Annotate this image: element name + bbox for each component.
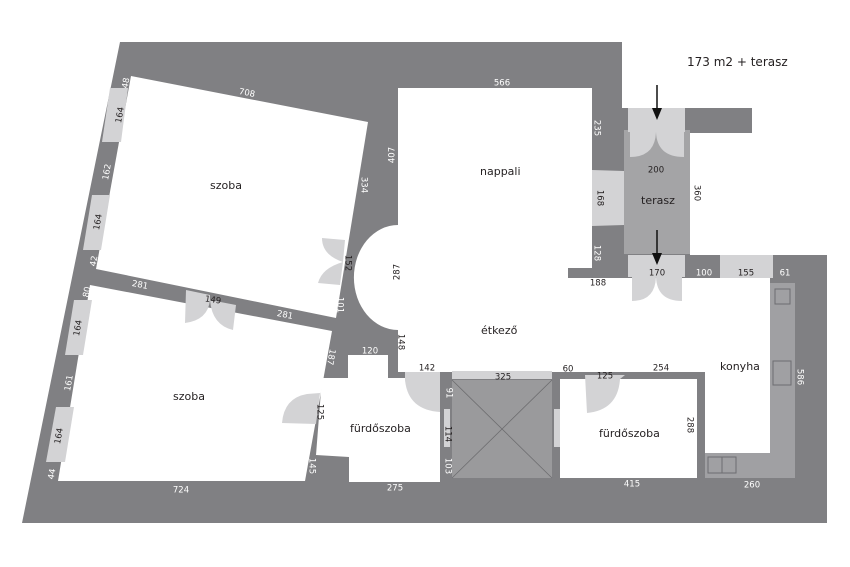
- window: [720, 255, 773, 278]
- room-furdo-right: [560, 379, 697, 478]
- dimension-label: 114: [443, 426, 453, 442]
- dimension-label: 281: [131, 279, 149, 292]
- dimension-label: 168: [595, 190, 605, 206]
- window: [83, 195, 110, 250]
- window: [46, 407, 74, 462]
- dimension-label: 200: [648, 166, 664, 176]
- dimension-label: 161: [63, 374, 76, 392]
- dimension-label: 235: [592, 120, 602, 136]
- dimension-label: 334: [359, 177, 369, 193]
- terrace-door-top-swing: [630, 132, 684, 157]
- room-label-terasz: terasz: [641, 194, 675, 207]
- exterior-area: [690, 133, 827, 255]
- dimension-label: 61: [780, 269, 791, 279]
- room-label-szoba: szoba: [173, 390, 205, 403]
- stairwell-cross: [451, 379, 553, 479]
- door-swing: [585, 375, 625, 413]
- dimension-label: 148: [396, 334, 406, 350]
- room-szoba-top: [96, 76, 368, 318]
- dimension-label: 164: [72, 319, 85, 337]
- room-label-nappali: nappali: [480, 165, 521, 178]
- sink-icon: [721, 456, 737, 474]
- dimension-label: 275: [387, 484, 403, 494]
- dimension-label: 42: [89, 255, 101, 267]
- dimension-label: 162: [101, 163, 114, 181]
- dimension-label: 44: [47, 468, 59, 480]
- dimension-label: 288: [685, 417, 695, 433]
- dimension-label: 566: [494, 79, 510, 89]
- room-label-konyha: konyha: [720, 360, 760, 373]
- dimension-label: 128: [592, 245, 602, 261]
- door-swing: [282, 393, 320, 424]
- window: [592, 170, 624, 226]
- dimension-label: 145: [307, 458, 317, 474]
- entrance-arrow-icon: [652, 230, 662, 265]
- door-swing: [405, 372, 440, 412]
- window: [444, 409, 450, 447]
- room-label-furdoszoba: fürdőszoba: [350, 422, 411, 435]
- dimension-label: 164: [114, 106, 127, 124]
- dimension-label: 152: [343, 255, 353, 271]
- dimension-label: 100: [696, 269, 712, 279]
- dimension-label: 708: [238, 87, 256, 100]
- window: [554, 409, 560, 447]
- room-label-etkezo: étkező: [481, 324, 518, 337]
- dimension-label: 60: [563, 365, 574, 375]
- dimension-label: 187: [324, 348, 337, 366]
- dimension-label: 287: [393, 264, 403, 280]
- dimension-label: 170: [649, 269, 665, 279]
- dimension-label: 188: [590, 279, 606, 289]
- dimension-label: 80: [82, 286, 94, 298]
- terrace-door-bottom-swing: [632, 277, 682, 301]
- dimension-label: 281: [276, 309, 294, 322]
- dimension-label: 48: [121, 77, 133, 89]
- dimension-label: 325: [495, 373, 511, 383]
- stove-icon: [774, 288, 791, 305]
- room-szoba-bottom: [58, 285, 332, 481]
- dimension-label: 407: [388, 147, 398, 163]
- dimension-label: 91: [444, 388, 454, 399]
- dimension-label: 149: [204, 294, 221, 306]
- fridge-icon: [772, 360, 792, 386]
- dimension-label: 155: [738, 269, 754, 279]
- window: [452, 371, 552, 379]
- dimension-label: 101: [335, 297, 345, 313]
- dimension-label: 103: [443, 458, 453, 474]
- window: [102, 88, 128, 142]
- terrace-door-bottom: [628, 255, 685, 277]
- dimension-label: 142: [419, 364, 435, 374]
- door-swing: [185, 290, 236, 330]
- entrance-arrow-icon: [652, 85, 662, 120]
- window: [65, 300, 92, 355]
- room-label-szoba: szoba: [210, 179, 242, 192]
- dimension-label: 164: [92, 213, 105, 231]
- area-title: 173 m2 + terasz: [687, 55, 788, 69]
- dimension-label: 120: [362, 347, 378, 357]
- dimension-label: 360: [692, 185, 702, 201]
- door-swing: [318, 238, 345, 285]
- dimension-labels: 48 164 162 164 42 80 164 161 164 44 708 566 407 334 15…: [47, 77, 805, 496]
- dimension-label: 164: [53, 427, 66, 445]
- dimension-label: 125: [315, 404, 325, 420]
- dimension-label: 254: [653, 364, 669, 374]
- room-label-furdoszoba: fürdőszoba: [599, 427, 660, 440]
- dimension-label: 260: [744, 481, 760, 491]
- dimension-label: 586: [795, 369, 805, 385]
- dimension-label: 724: [173, 486, 189, 496]
- dimension-label: 415: [624, 480, 640, 490]
- dimension-label: 125: [597, 372, 613, 382]
- room-nappali-etkezo: [353, 88, 770, 453]
